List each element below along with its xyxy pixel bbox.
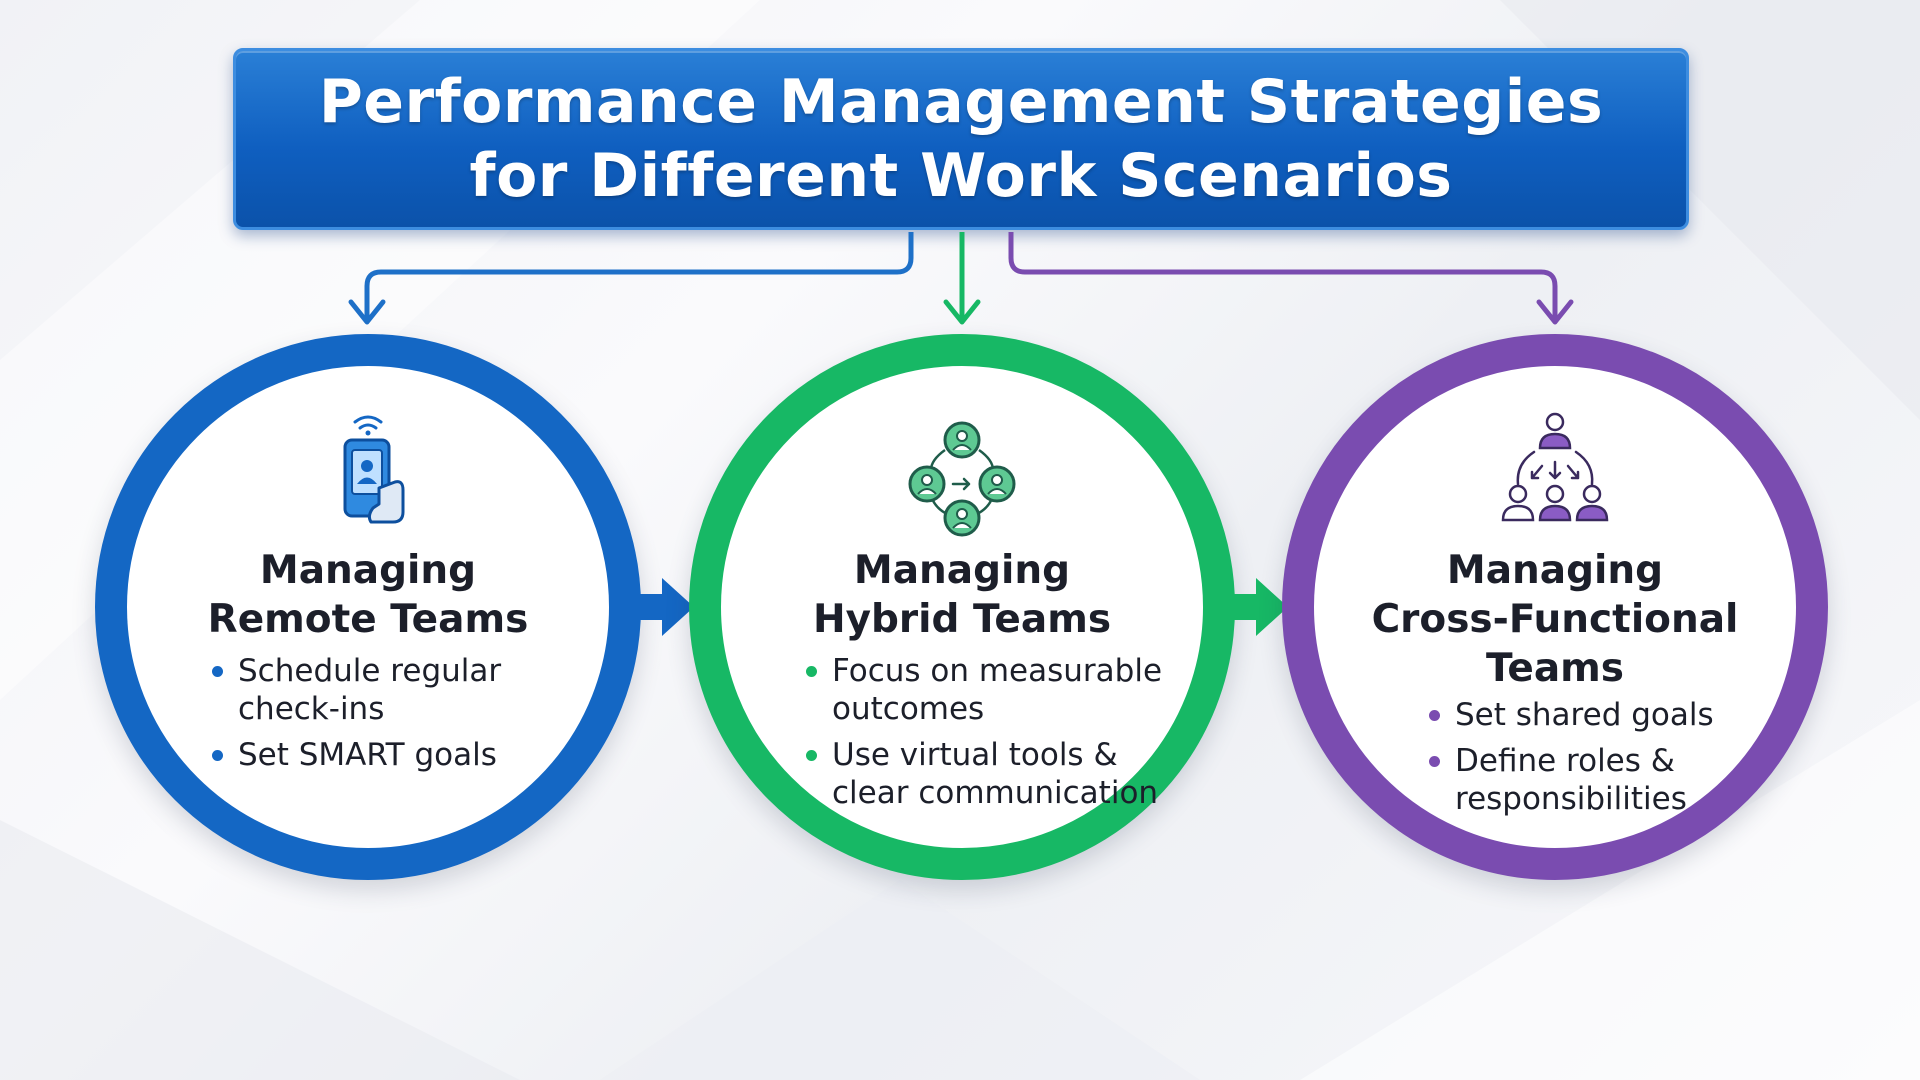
card-cross-title-line-2: Cross-Functional xyxy=(1371,597,1739,642)
bullet-dot-icon xyxy=(1429,710,1440,721)
card-remote-title-line-1: Managing xyxy=(259,548,477,593)
card-remote-teams: Managing Remote Teams Schedule regular c… xyxy=(95,334,641,880)
bullet-dot-icon xyxy=(212,750,223,761)
card-hybrid-title-line-2: Hybrid Teams xyxy=(812,597,1112,642)
card-cross-title-line-3: Teams xyxy=(1485,646,1625,691)
smartphone-video-call-icon xyxy=(343,415,405,524)
arrow-right-icon-green xyxy=(1222,578,1288,636)
connector-cross-arrowhead xyxy=(1536,299,1574,325)
card-hybrid-title: Managing Hybrid Teams xyxy=(721,546,1203,644)
title-line-1: Performance Management Strategies xyxy=(318,67,1604,137)
bullet-dot-icon xyxy=(806,750,817,761)
card-cross-functional-teams: Managing Cross-Functional Teams Set shar… xyxy=(1282,334,1828,880)
bullet-text: Set SMART goals xyxy=(238,737,497,773)
title-banner: Performance Management Strategies for Di… xyxy=(233,48,1689,230)
list-item: Set shared goals xyxy=(1429,696,1769,734)
bullet-text: Set shared goals xyxy=(1455,697,1714,733)
bullet-text: Schedule regular check-ins xyxy=(238,653,502,727)
people-network-icon xyxy=(908,421,1016,537)
card-cross-bullets: Set shared goals Define roles & responsi… xyxy=(1429,696,1769,826)
bullet-text: Define roles & responsibilities xyxy=(1455,743,1687,817)
card-hybrid-title-line-1: Managing xyxy=(853,548,1071,593)
connector-cross xyxy=(1008,232,1558,318)
card-remote-title: Managing Remote Teams xyxy=(127,546,609,644)
card-remote-title-line-2: Remote Teams xyxy=(207,597,529,642)
connector-remote xyxy=(364,232,914,318)
team-hierarchy-icon xyxy=(1501,412,1609,522)
title-line-2: for Different Work Scenarios xyxy=(469,141,1453,211)
card-hybrid-teams: Managing Hybrid Teams Focus on measurabl… xyxy=(689,334,1235,880)
card-remote-bullets: Schedule regular check-ins Set SMART goa… xyxy=(212,652,572,782)
bullet-text: Use virtual tools & clear communication xyxy=(832,737,1159,811)
connector-remote-arrowhead xyxy=(348,299,386,325)
list-item: Define roles & responsibilities xyxy=(1429,742,1769,818)
list-item: Focus on measurable outcomes xyxy=(806,652,1186,728)
bullet-dot-icon xyxy=(212,666,223,677)
card-cross-title: Managing Cross-Functional Teams xyxy=(1314,546,1796,693)
bullet-text: Focus on measurable outcomes xyxy=(832,653,1163,727)
list-item: Schedule regular check-ins xyxy=(212,652,572,728)
connector-hybrid-arrowhead xyxy=(943,299,981,325)
list-item: Use virtual tools & clear communication xyxy=(806,736,1186,812)
bullet-dot-icon xyxy=(1429,756,1440,767)
card-hybrid-bullets: Focus on measurable outcomes Use virtual… xyxy=(806,652,1186,820)
list-item: Set SMART goals xyxy=(212,736,572,774)
arrow-right-icon-blue xyxy=(628,578,694,636)
bullet-dot-icon xyxy=(806,666,817,677)
card-cross-title-line-1: Managing xyxy=(1446,548,1664,593)
